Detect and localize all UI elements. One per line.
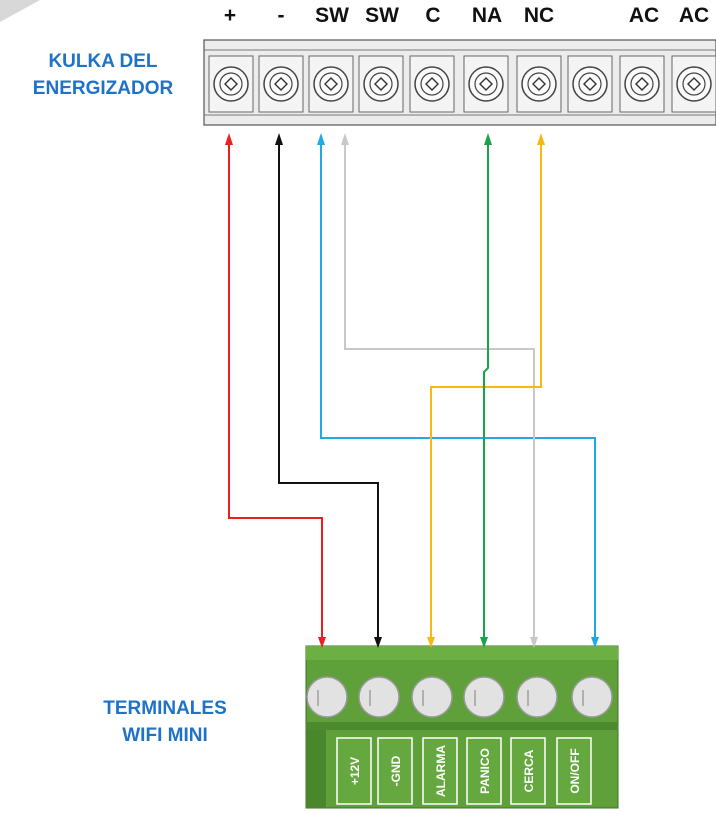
wire-green-arrow-top xyxy=(484,133,492,145)
wifi-terminal-label: PANICO xyxy=(478,748,492,794)
energizer-screw-inner xyxy=(269,72,293,96)
wire-red xyxy=(228,137,323,640)
wifi-terminal-label: ON/OFF xyxy=(568,748,582,793)
energizer-screw xyxy=(521,66,557,102)
wire-gray xyxy=(344,137,535,640)
energizer-terminal-label-sw2: SW xyxy=(365,4,399,27)
energizer-screw xyxy=(572,66,608,102)
energizer-screw-inner xyxy=(630,72,654,96)
wifi-terminal-label: +12V xyxy=(348,757,362,785)
wifi-terminal-label-box xyxy=(556,737,592,805)
wifi-terminal-label-box xyxy=(422,737,458,805)
energizer-screw xyxy=(363,66,399,102)
energizer-title-line1: KULKA DEL xyxy=(48,51,158,72)
wifi-title-line1: TERMINALES xyxy=(103,698,227,719)
wire-yellow xyxy=(430,137,542,640)
energizer-terminal-label-na: NA xyxy=(471,4,503,27)
wifi-screw xyxy=(411,676,453,718)
wire-red-arrow-top xyxy=(225,133,233,145)
wifi-screws xyxy=(306,676,613,718)
wifi-terminal-label: CERCA xyxy=(522,749,536,792)
energizer-screws xyxy=(208,55,716,113)
energizer-terminal-label-ac1: AC xyxy=(628,4,660,27)
wire-blue xyxy=(320,137,596,640)
wire-red-arrow-bottom xyxy=(318,637,326,648)
energizer-screw xyxy=(213,66,249,102)
wifi-screw xyxy=(306,676,348,718)
wire-green-arrow-bottom xyxy=(480,637,488,648)
energizer-screw-inner xyxy=(319,72,343,96)
wifi-title-line2: WIFI MINI xyxy=(122,725,208,746)
energizer-screw-slot xyxy=(324,77,338,91)
wifi-terminal-label-box xyxy=(377,737,413,805)
energizer-screw xyxy=(414,66,450,102)
energizer-terminal-label-nc: NC xyxy=(523,4,555,27)
wire-yellow-arrow-bottom xyxy=(427,637,435,648)
energizer-screw-slot xyxy=(532,77,546,91)
wire-blue-arrow-bottom xyxy=(591,637,599,648)
wire-green xyxy=(483,137,489,640)
energizer-screw-slot xyxy=(224,77,238,91)
energizer-screw xyxy=(263,66,299,102)
energizer-screw-inner xyxy=(369,72,393,96)
energizer-screw-inner xyxy=(527,72,551,96)
wifi-terminal-label: -GND xyxy=(389,755,403,786)
wifi-terminal-label-box xyxy=(510,737,546,805)
wifi-title: TERMINALES WIFI MINI xyxy=(70,695,260,749)
energizer-screw-inner xyxy=(420,72,444,96)
wire-black xyxy=(278,137,379,640)
energizer-terminal-label-c: C xyxy=(425,4,441,27)
energizer-terminal-label-minus: - xyxy=(277,4,285,27)
wire-yellow-arrow-top xyxy=(537,133,545,145)
energizer-screw-slot xyxy=(583,77,597,91)
wire-black-arrow-bottom xyxy=(374,637,382,648)
wire-blue-arrow-top xyxy=(317,133,325,145)
energizer-screw xyxy=(676,66,712,102)
energizer-screw-slot xyxy=(425,77,439,91)
energizer-screw-inner xyxy=(578,72,602,96)
energizer-terminal-label-sw1: SW xyxy=(315,4,349,27)
energizer-terminal-label-plus: + xyxy=(223,4,237,27)
energizer-screw-slot xyxy=(479,77,493,91)
energizer-title: KULKA DEL ENERGIZADOR xyxy=(18,48,188,102)
wire-black-arrow-top xyxy=(275,133,283,145)
energizer-screw xyxy=(624,66,660,102)
energizer-screw-slot xyxy=(687,77,701,91)
corner-shade xyxy=(0,0,40,22)
wire-gray-arrow-top xyxy=(341,133,349,145)
wire-gray-arrow-bottom xyxy=(530,637,538,648)
wifi-screw xyxy=(463,676,505,718)
energizer-screw xyxy=(313,66,349,102)
energizer-screw-inner xyxy=(682,72,706,96)
energizer-screw-inner xyxy=(219,72,243,96)
energizer-screw xyxy=(468,66,504,102)
energizer-screw-slot xyxy=(274,77,288,91)
wifi-screw xyxy=(571,676,613,718)
wifi-terminal-label: ALARMA xyxy=(434,745,448,797)
energizer-title-line2: ENERGIZADOR xyxy=(32,78,174,99)
wifi-terminal-label-box xyxy=(336,737,372,805)
energizer-screw-slot xyxy=(635,77,649,91)
wifi-terminal-label-box xyxy=(466,737,502,805)
energizer-screw-inner xyxy=(474,72,498,96)
wifi-screw xyxy=(358,676,400,718)
energizer-terminal-label-ac2: AC xyxy=(678,4,710,27)
wires xyxy=(225,133,599,648)
wifi-screw xyxy=(516,676,558,718)
energizer-screw-slot xyxy=(374,77,388,91)
wifi-terminal-labels: +12V -GND ALARMA PANICO CERCA ON/OFF xyxy=(336,737,592,805)
